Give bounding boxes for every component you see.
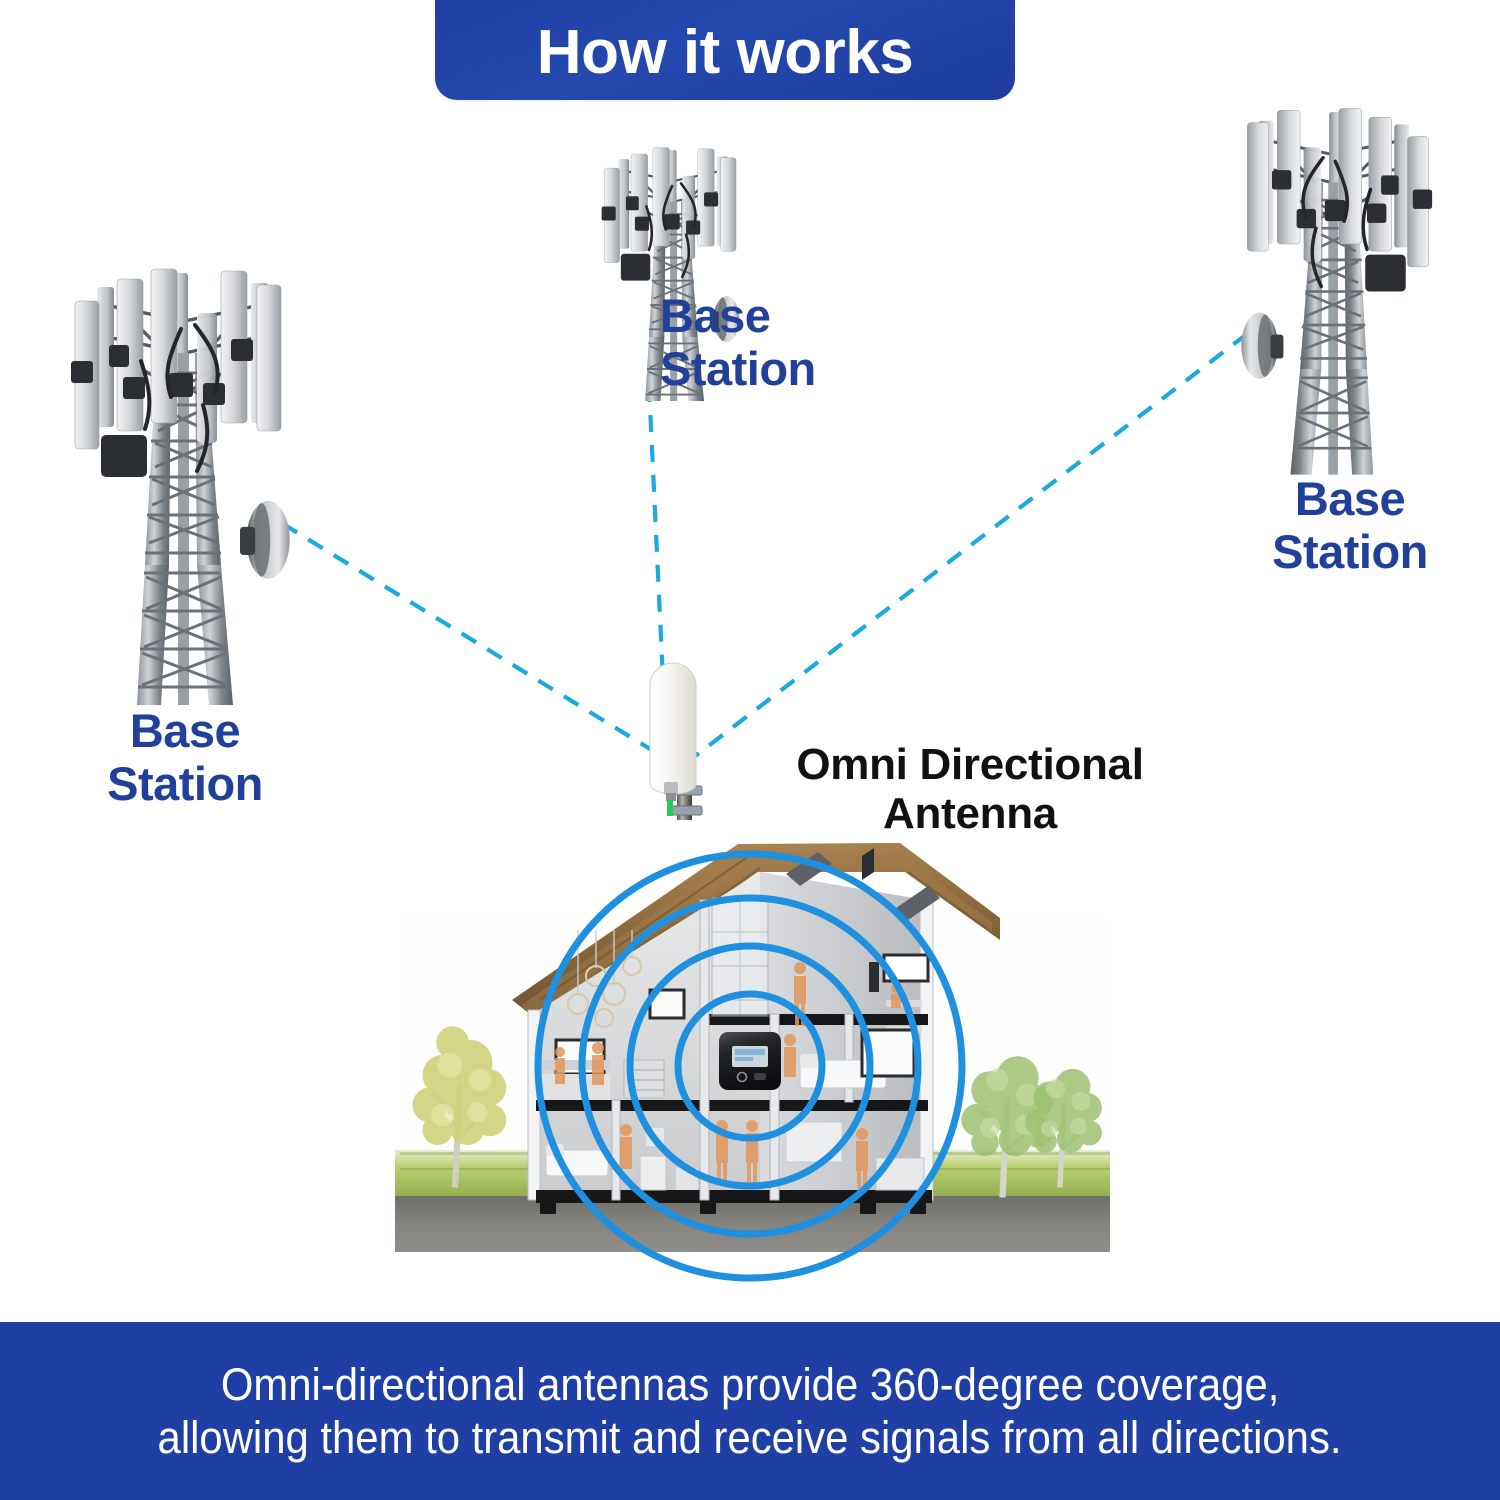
label-base-station-right-line1: Base — [1294, 472, 1406, 525]
base-station-tower-right — [1241, 106, 1434, 475]
coverage-rings — [534, 850, 966, 1282]
page-title: How it works — [536, 18, 914, 87]
coverage-ring-4 — [534, 850, 966, 1282]
label-base-station-left-line2: Station — [107, 756, 263, 810]
coverage-ring-2 — [626, 942, 874, 1190]
label-omni-line2: Antenna — [883, 789, 1057, 839]
footer-caption-line1: Omni-directional antennas provide 360-de… — [220, 1358, 1280, 1410]
footer-banner: Omni-directional antennas provide 360-de… — [0, 1322, 1500, 1500]
label-base-station-right: Base Station — [1225, 472, 1475, 578]
label-base-station-mid-line2: Station — [660, 341, 816, 395]
header-banner: How it works — [435, 0, 1015, 100]
signal-line-mid — [646, 384, 666, 681]
label-omni-directional-antenna: Omni Directional Antenna — [740, 740, 1200, 839]
footer-caption-line2: allowing them to transmit and receive si… — [158, 1412, 1342, 1463]
signal-line-left — [255, 506, 670, 762]
label-base-station-left-line1: Base — [129, 704, 241, 757]
signal-booster-device — [719, 1032, 781, 1090]
label-omni-line1: Omni Directional — [796, 740, 1144, 789]
label-base-station-mid: Base Station — [660, 289, 890, 395]
signal-link-lines — [255, 332, 1249, 762]
label-base-station-left: Base Station — [60, 704, 310, 810]
base-station-tower-mid — [600, 146, 740, 402]
label-base-station-right-line2: Station — [1272, 524, 1428, 578]
signal-line-right — [688, 332, 1249, 762]
label-base-station-mid-line1: Base — [660, 289, 771, 342]
coverage-ring-1 — [674, 990, 826, 1142]
base-station-tower-left — [69, 267, 290, 705]
coverage-ring-3 — [578, 894, 922, 1238]
